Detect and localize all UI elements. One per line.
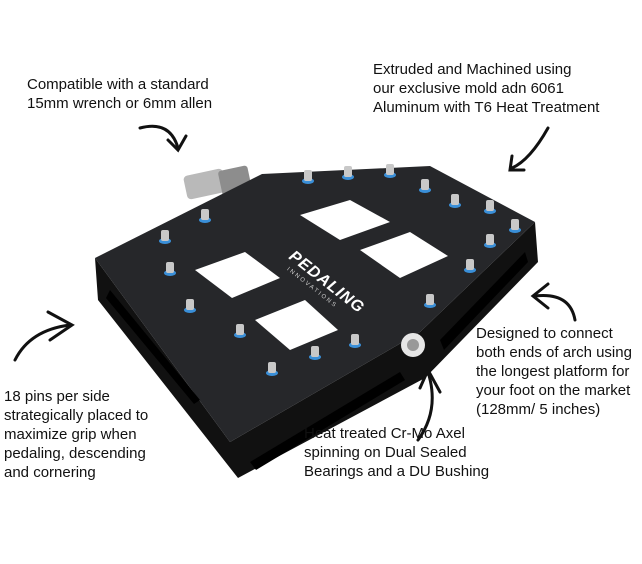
- arrow-axle: [416, 370, 434, 442]
- caption-pins: 18 pins per side strategically placed to…: [4, 388, 149, 481]
- pin: [466, 259, 474, 270]
- pin: [311, 346, 319, 357]
- pin: [166, 262, 174, 273]
- arrow-platform: [533, 294, 577, 322]
- pin: [451, 194, 459, 205]
- pedal-side: [95, 222, 538, 478]
- pin: [236, 324, 244, 335]
- pin: [161, 230, 169, 241]
- caption-wrench-compatibility: Compatible with a standard 15mm wrench o…: [27, 76, 213, 112]
- caption-axle: Heat treated Cr-Mo Axel spinning on Dual…: [304, 425, 490, 480]
- pin: [268, 362, 276, 373]
- arrow-pins: [13, 323, 72, 362]
- pin: [486, 234, 494, 245]
- pin: [351, 334, 359, 345]
- pin: [186, 299, 194, 310]
- platform-cutouts: [195, 200, 448, 350]
- caption-platform-length: Designed to connect both ends of arch us…: [476, 325, 632, 418]
- pin: [511, 219, 519, 230]
- pin: [386, 164, 394, 175]
- callout-arrows: [13, 124, 577, 442]
- pin: [344, 166, 352, 177]
- pin: [426, 294, 434, 305]
- arrow-material: [510, 126, 550, 170]
- caption-material: Extruded and Machined using our exclusiv…: [373, 61, 600, 116]
- pin: [201, 209, 209, 220]
- traction-pins: [159, 164, 521, 376]
- side-slots: [106, 252, 528, 470]
- pedal-top: [95, 166, 535, 442]
- pin: [486, 200, 494, 211]
- pin: [421, 179, 429, 190]
- pin: [304, 170, 312, 181]
- arrow-wrench: [138, 124, 180, 150]
